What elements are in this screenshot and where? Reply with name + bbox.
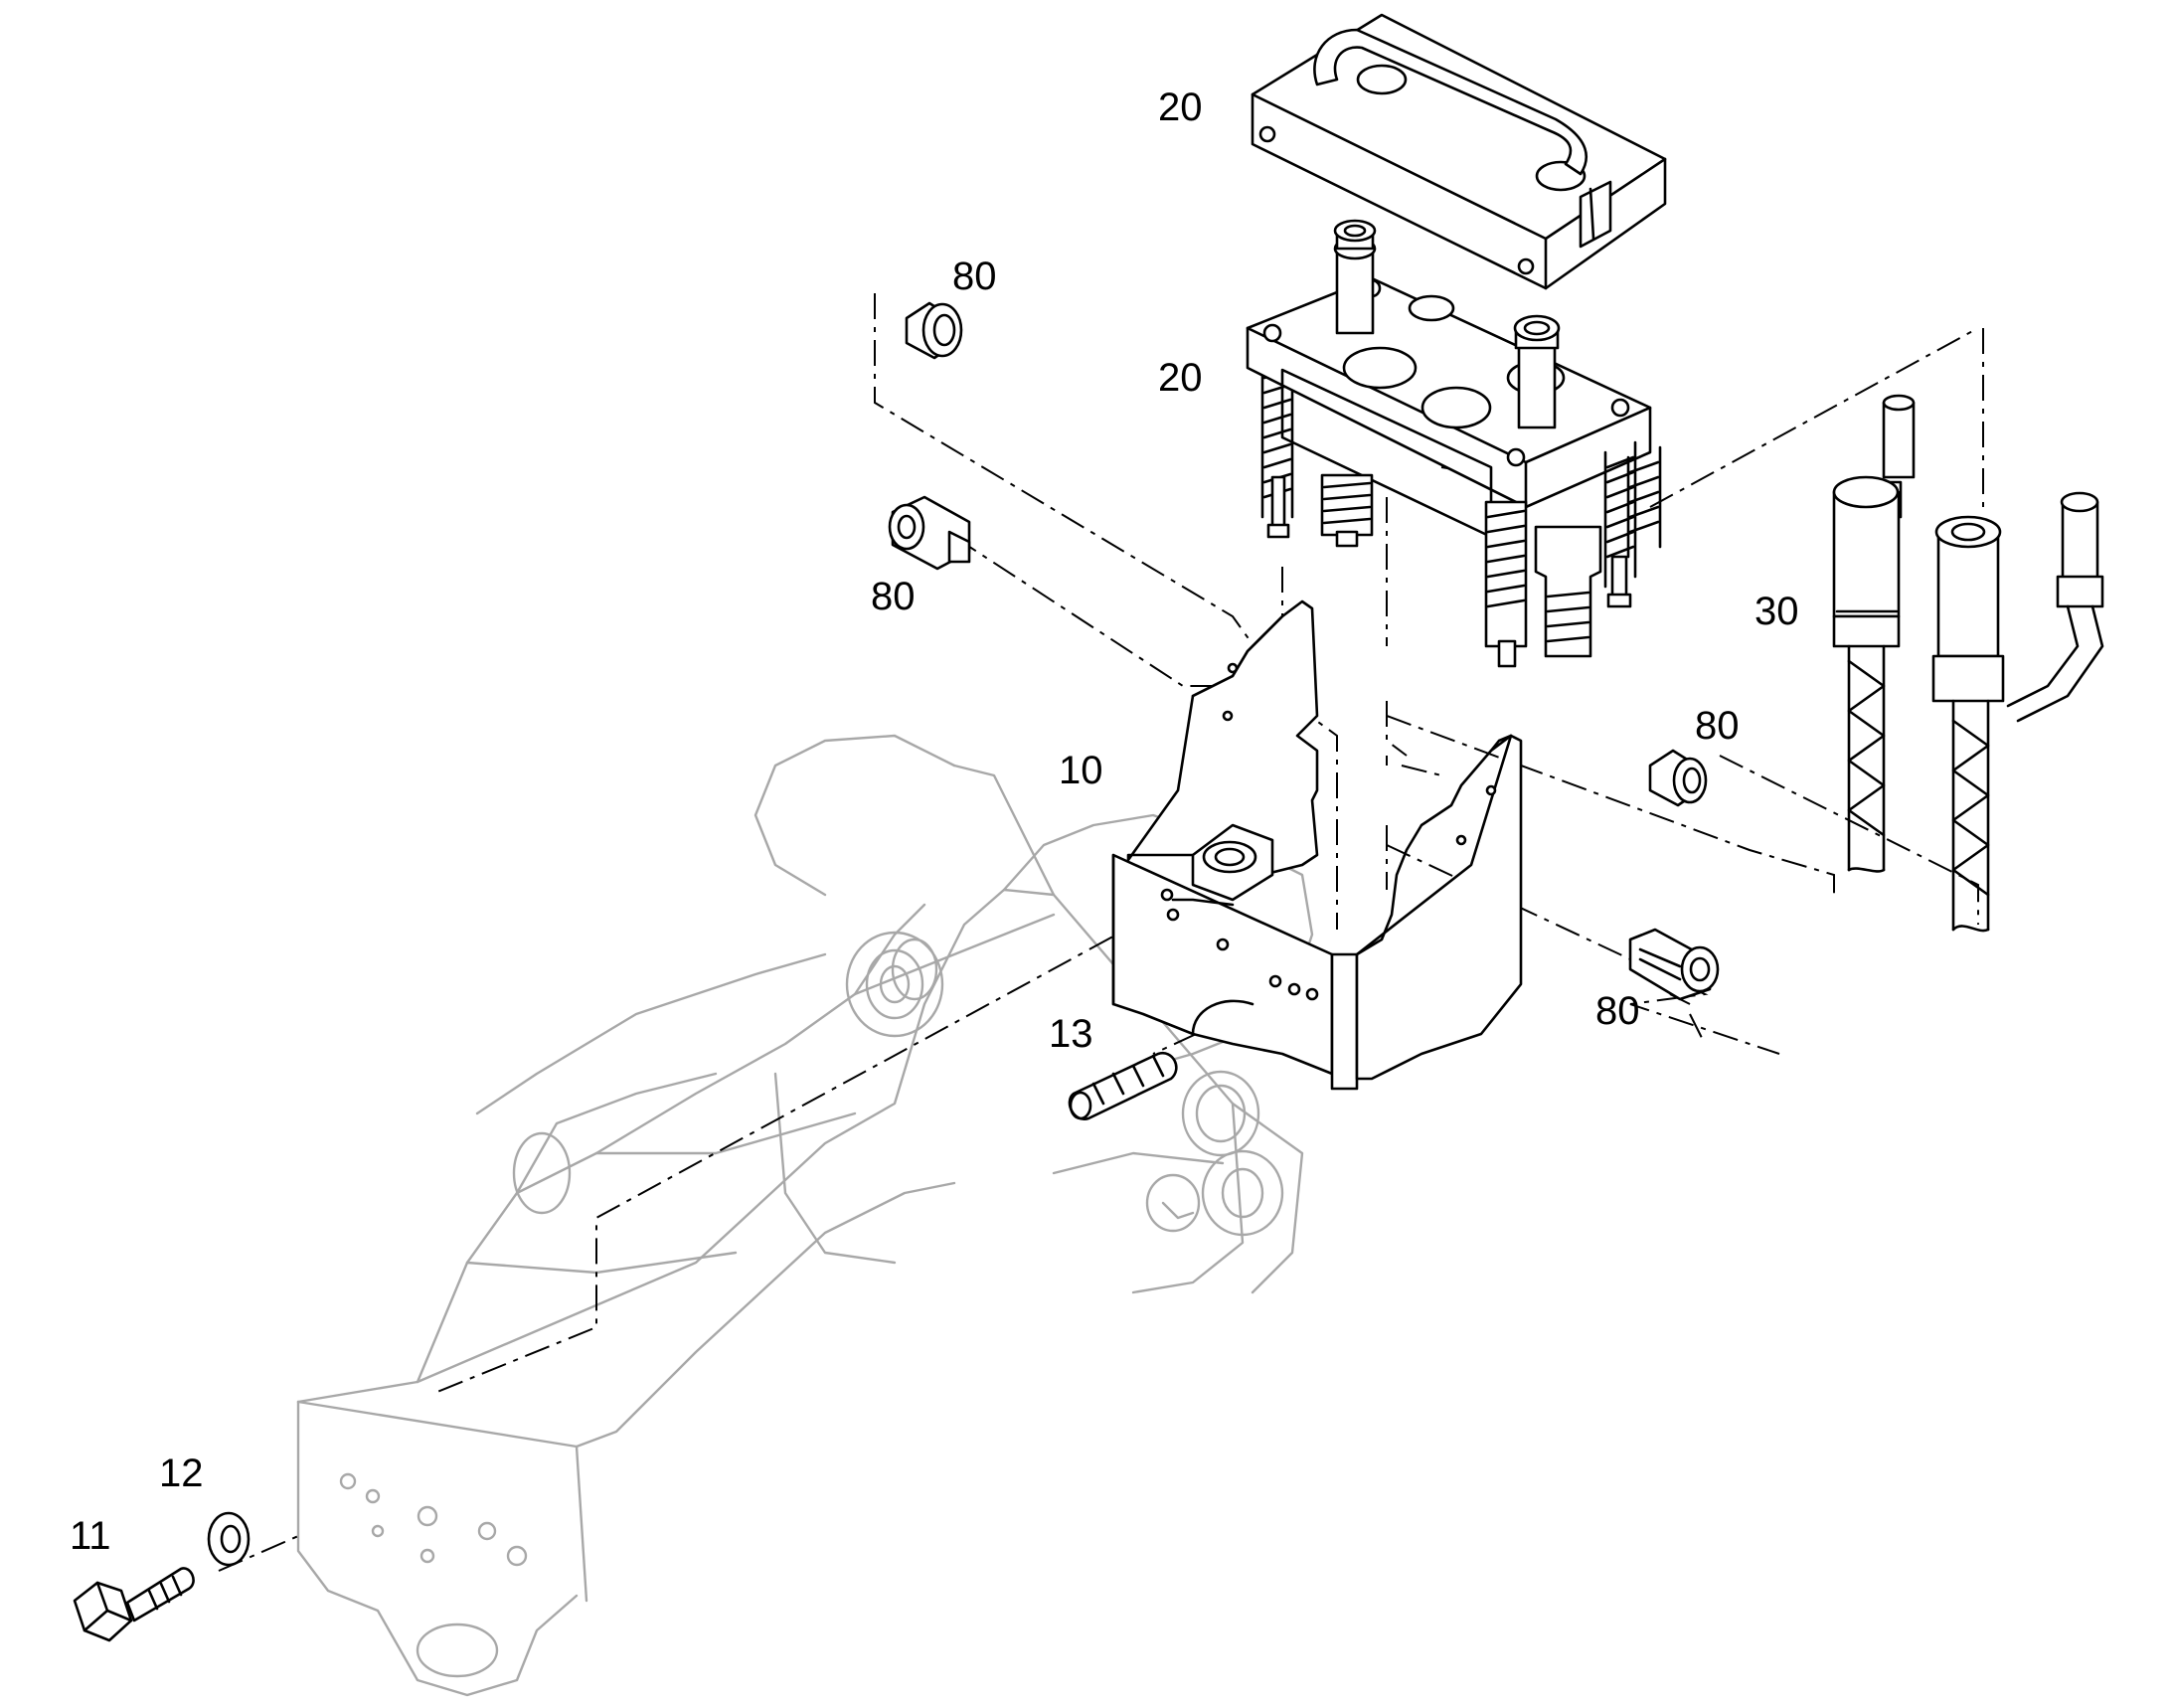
part-80-nut-top bbox=[905, 301, 963, 360]
part-10-bracket bbox=[1111, 599, 1523, 1091]
callout-11: 11 bbox=[70, 1514, 111, 1558]
coupler-top-right bbox=[1513, 314, 1561, 429]
part-80-nut-right bbox=[1648, 749, 1708, 807]
callout-12: 12 bbox=[159, 1452, 204, 1495]
callout-13: 13 bbox=[1049, 1012, 1093, 1056]
coupler-bottom bbox=[1534, 525, 1602, 658]
coupler-top-left bbox=[1333, 219, 1377, 335]
callout-20-top: 20 bbox=[1158, 85, 1203, 129]
part-80-bolt-left bbox=[888, 495, 971, 571]
assembly-lines bbox=[218, 293, 1984, 1572]
part-30-hoses bbox=[1832, 394, 2104, 933]
callout-80-top: 80 bbox=[952, 255, 997, 298]
ghost-coupler-frame bbox=[296, 734, 1314, 1697]
callout-80-left: 80 bbox=[871, 575, 916, 618]
part-12-washer bbox=[207, 1511, 251, 1567]
part-80-bolt-right bbox=[1628, 928, 1720, 1001]
spring-center bbox=[1320, 473, 1374, 548]
callout-80-right-bolt: 80 bbox=[1595, 989, 1640, 1033]
part-20-top-clamp-plate bbox=[1251, 13, 1667, 290]
spring-far-right bbox=[1626, 445, 1662, 559]
part-11-bolt bbox=[73, 1567, 195, 1642]
part-13-pin bbox=[1068, 1051, 1178, 1120]
spring-right bbox=[1603, 440, 1637, 608]
spring-front bbox=[1484, 500, 1528, 668]
callout-10: 10 bbox=[1059, 749, 1103, 792]
callout-20-mid: 20 bbox=[1158, 356, 1203, 400]
callout-30: 30 bbox=[1755, 590, 1799, 633]
part-20-coupling-block bbox=[1246, 219, 1662, 668]
callout-80-right-nut: 80 bbox=[1695, 704, 1740, 748]
